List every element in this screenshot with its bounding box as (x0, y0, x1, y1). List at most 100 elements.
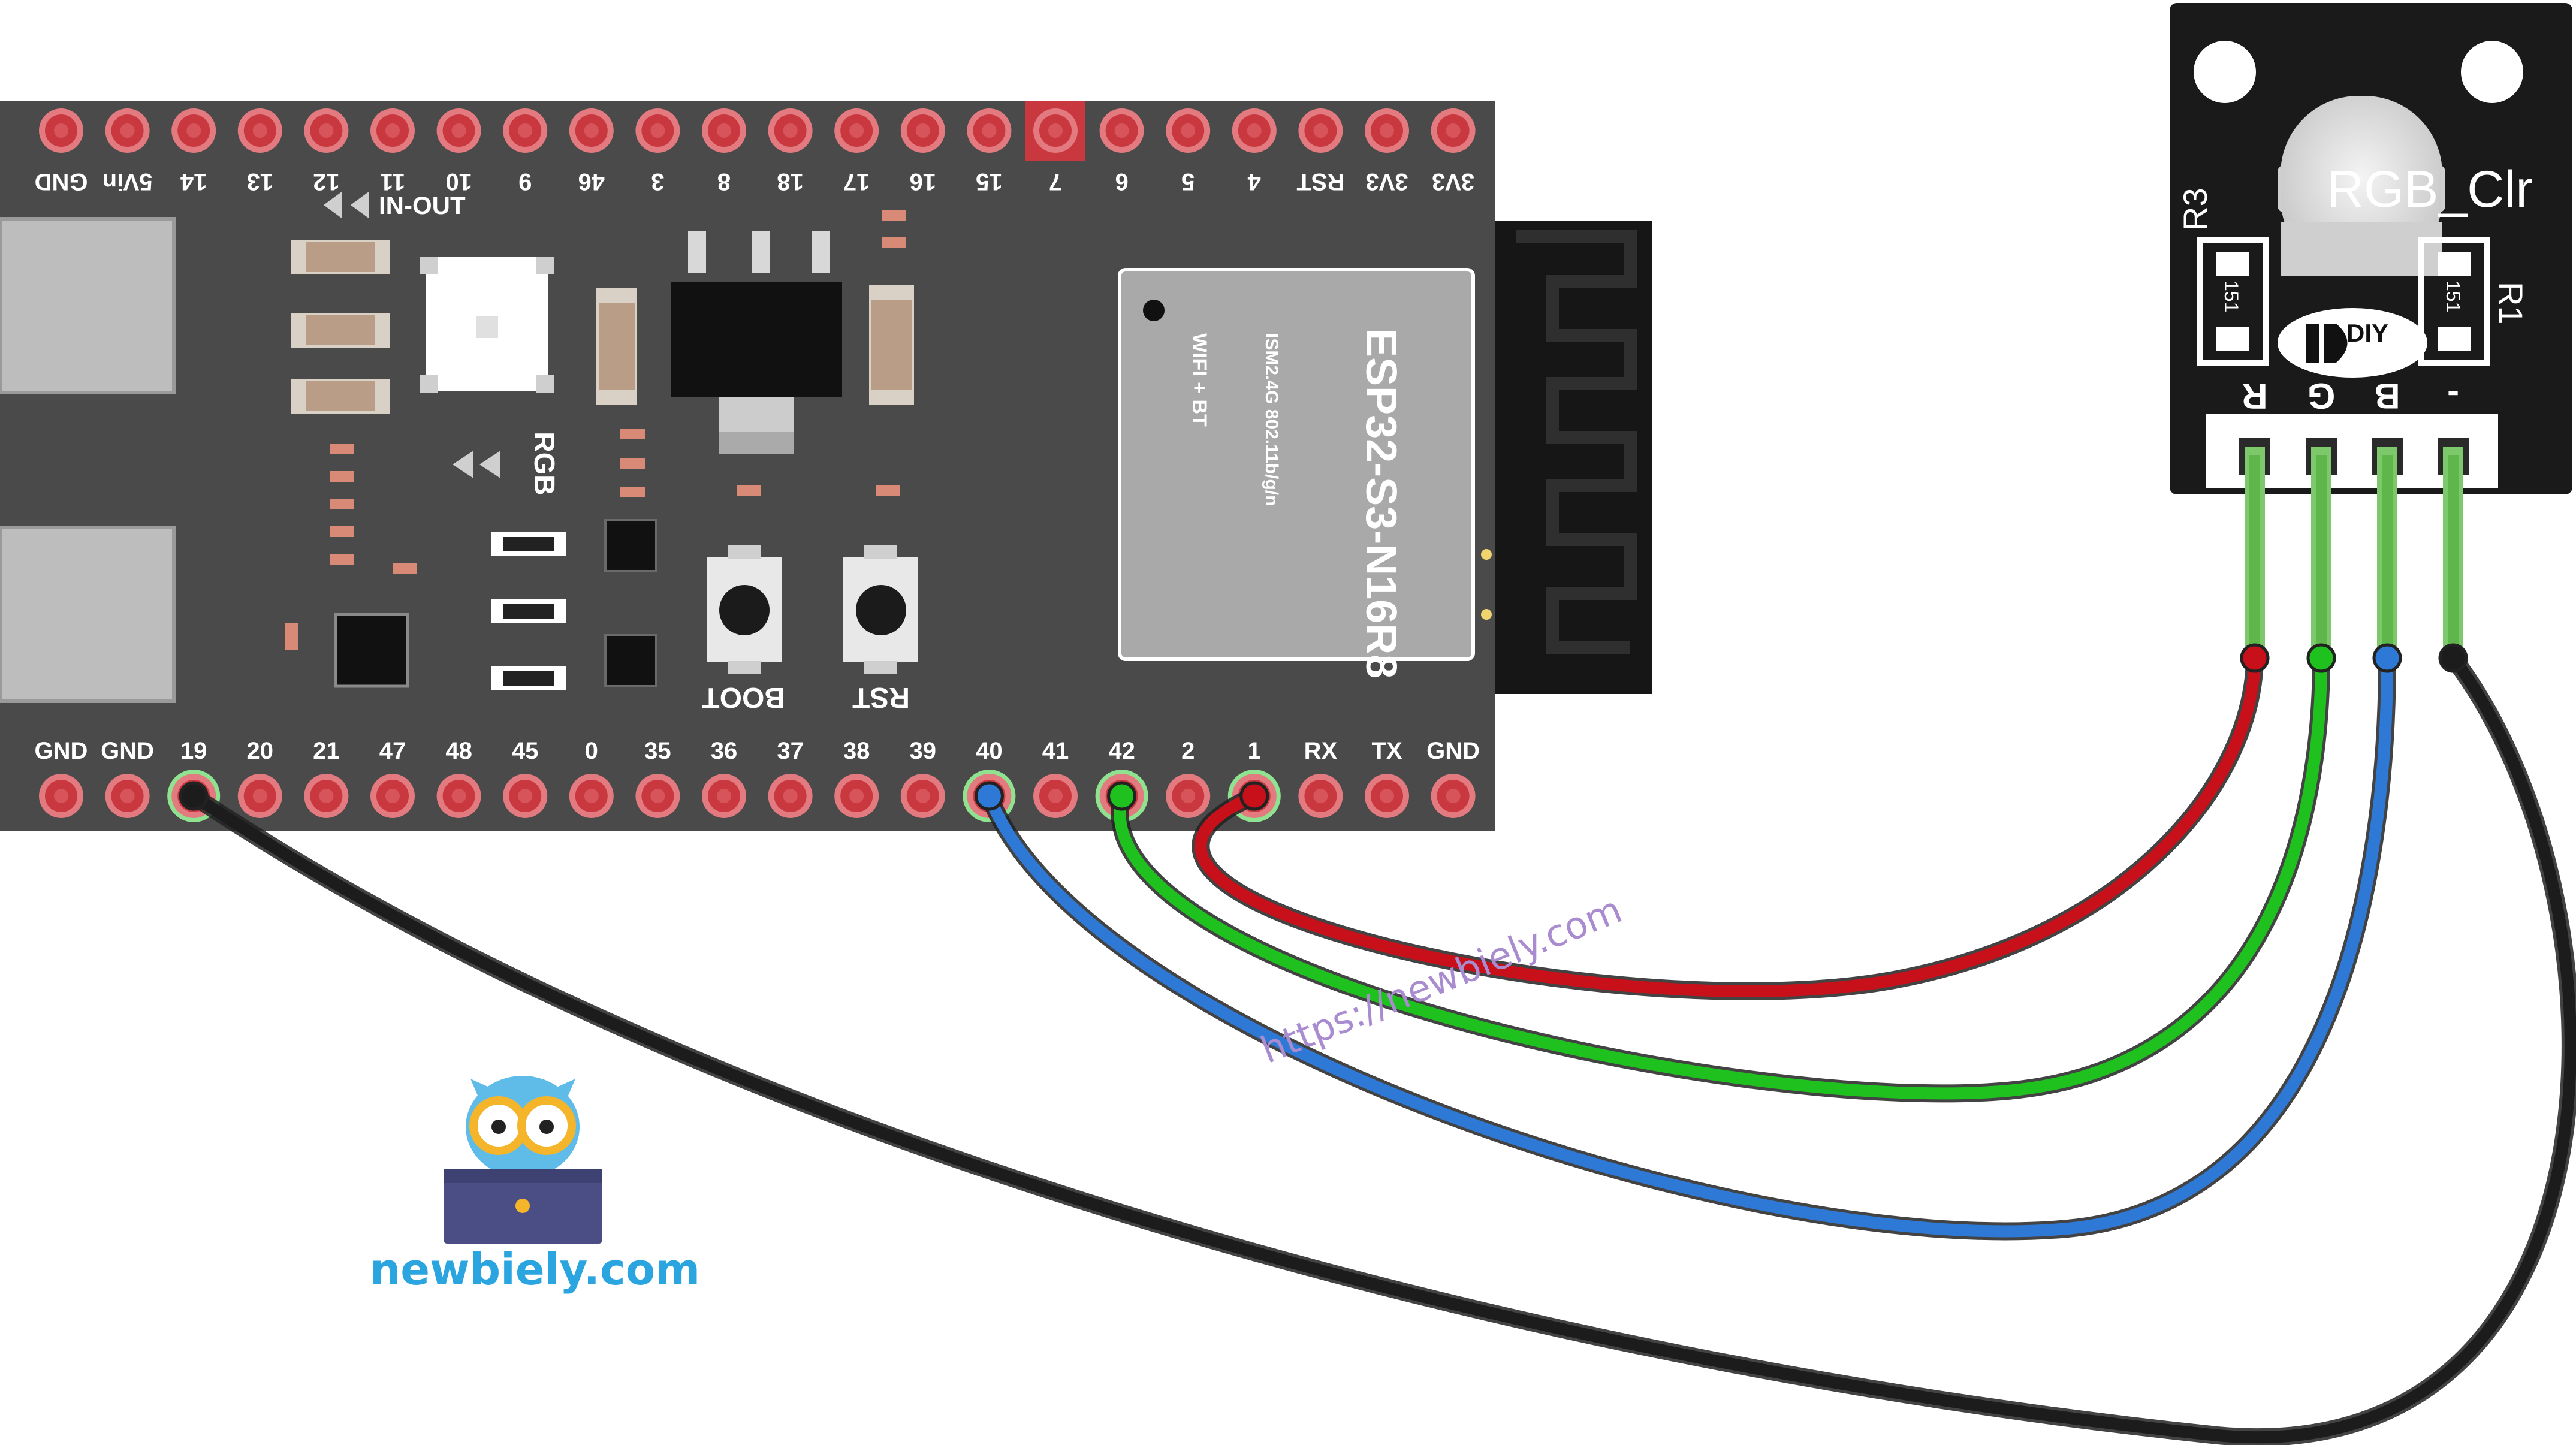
pin-label-15: 15 (976, 168, 1003, 195)
r1-value: 151 (2442, 280, 2464, 312)
pin-label-47: 47 (379, 738, 406, 764)
resistor-r1: 151 R1 (2418, 237, 2530, 366)
module-title: RGB_Clr (2327, 161, 2533, 218)
small-ics (334, 519, 657, 688)
pin-label-36: 36 (711, 738, 738, 764)
pin-label-19: 19 (180, 738, 207, 764)
brand-name: newbiely.com (370, 1244, 700, 1295)
wire-end-module (2240, 643, 2270, 673)
voltage-regulator (671, 231, 842, 454)
pin-label-41: 41 (1042, 738, 1069, 764)
wire-1-to-r[interactable] (1195, 652, 2261, 997)
pin-label-RX: RX (1304, 738, 1338, 764)
pin-label-37: 37 (777, 738, 804, 764)
reset-button[interactable] (843, 545, 918, 674)
onboard-rgb-led (420, 257, 554, 393)
pin-label-48: 48 (445, 738, 472, 764)
newbiely-logo: newbiely.com (370, 1076, 700, 1295)
rgb-led-bulb (2278, 96, 2445, 276)
arrow-left-icon (324, 192, 342, 218)
pin-label-13: 13 (247, 168, 274, 195)
module-pin-label-b: B (2374, 376, 2400, 416)
pin-label-GND: GND (35, 738, 88, 764)
pin-label-GND: GND (35, 168, 88, 195)
mount-hole-left (2194, 41, 2256, 103)
pin-label-16: 16 (910, 168, 937, 195)
boot-label: BOOT (702, 681, 785, 713)
pin-label-GND: GND (101, 738, 154, 764)
diyables-logo: DIY ables (2278, 308, 2427, 378)
r3-label: R3 (2176, 188, 2214, 231)
pin-label-20: 20 (247, 738, 274, 764)
rst-label: RST (852, 681, 910, 713)
small-smd-parts (285, 210, 906, 650)
wire-end-board (179, 781, 209, 811)
pin-label-3V3: 3V3 (1432, 168, 1474, 195)
wire-end-board (1107, 781, 1137, 811)
module-pin-label-gnd: - (2447, 376, 2459, 416)
wires (179, 643, 2576, 1445)
pin-label-40: 40 (976, 738, 1003, 764)
wire-end-module (2372, 643, 2402, 673)
pin-label-42: 42 (1108, 738, 1135, 764)
pin-label-12: 12 (313, 168, 340, 195)
module-name: ESP32-S3-N16R8 (1357, 328, 1405, 678)
pin-label-GND: GND (1426, 738, 1480, 764)
in-out-indicator: IN-OUT (324, 191, 466, 219)
pin-label-3: 3 (651, 168, 664, 195)
esp32-s3-board: ESP32-S3-N16R8 ISM2.4G 802.11b/g/n WIFI … (0, 101, 1652, 831)
wire-40-to-b[interactable] (983, 652, 2393, 1238)
pin-label-5Vin: 5Vin (102, 168, 153, 195)
usb-port-top (0, 219, 174, 393)
mount-hole-right (2461, 41, 2523, 103)
pin-label-14: 14 (180, 168, 207, 195)
white-smd-resistors (491, 532, 566, 690)
pin-label-8: 8 (717, 168, 731, 195)
pin-label-2: 2 (1181, 738, 1195, 764)
pin-label-21: 21 (313, 738, 340, 764)
logo-text: DIY (2346, 319, 2388, 347)
pin-label-0: 0 (585, 738, 598, 764)
pin-label-TX: TX (1371, 738, 1402, 764)
pin-label-38: 38 (843, 738, 870, 764)
pin-label-39: 39 (910, 738, 937, 764)
pin-label-46: 46 (578, 168, 605, 195)
usb-port-bottom (0, 527, 174, 701)
boot-button[interactable] (707, 545, 782, 674)
pin-label-9: 9 (518, 168, 532, 195)
pin-label-7: 7 (1049, 168, 1062, 195)
pin-label-45: 45 (512, 738, 539, 764)
in-out-label: IN-OUT (379, 191, 466, 219)
module-pin-label-r: R (2242, 376, 2267, 416)
wire-19-to-gnd[interactable] (188, 652, 2576, 1443)
esp32-module: ESP32-S3-N16R8 ISM2.4G 802.11b/g/n WIFI … (1118, 268, 1492, 678)
arrow-left-icon (453, 451, 473, 478)
module-radio: WIFI + BT (1188, 333, 1211, 427)
wire-end-module (2306, 643, 2336, 673)
pin-label-18: 18 (777, 168, 804, 195)
diyables-logo-icon (2306, 324, 2348, 363)
wire-end-module (2438, 643, 2468, 673)
smd-capacitors (291, 240, 914, 414)
r1-label: R1 (2492, 282, 2530, 325)
pin-label-1: 1 (1248, 738, 1261, 764)
rgb-label: RGB (528, 432, 560, 496)
module-spec: ISM2.4G 802.11b/g/n (1262, 333, 1281, 506)
antenna-trace-icon (1516, 230, 1637, 654)
pin-label-5: 5 (1181, 168, 1195, 195)
pin-label-3V3: 3V3 (1365, 168, 1408, 195)
pin-label-17: 17 (843, 168, 870, 195)
pin-label-6: 6 (1115, 168, 1128, 195)
wire-end-board (1239, 781, 1269, 811)
logo-sub: ables (2352, 346, 2384, 361)
resistor-r3: 151 R3 (2176, 188, 2269, 366)
pin-label-4: 4 (1247, 168, 1261, 195)
r3-value: 151 (2221, 280, 2242, 312)
wire-42-to-g[interactable] (1114, 652, 2327, 1100)
module-pins (2239, 438, 2469, 659)
module-pin-label-g: G (2307, 376, 2336, 416)
